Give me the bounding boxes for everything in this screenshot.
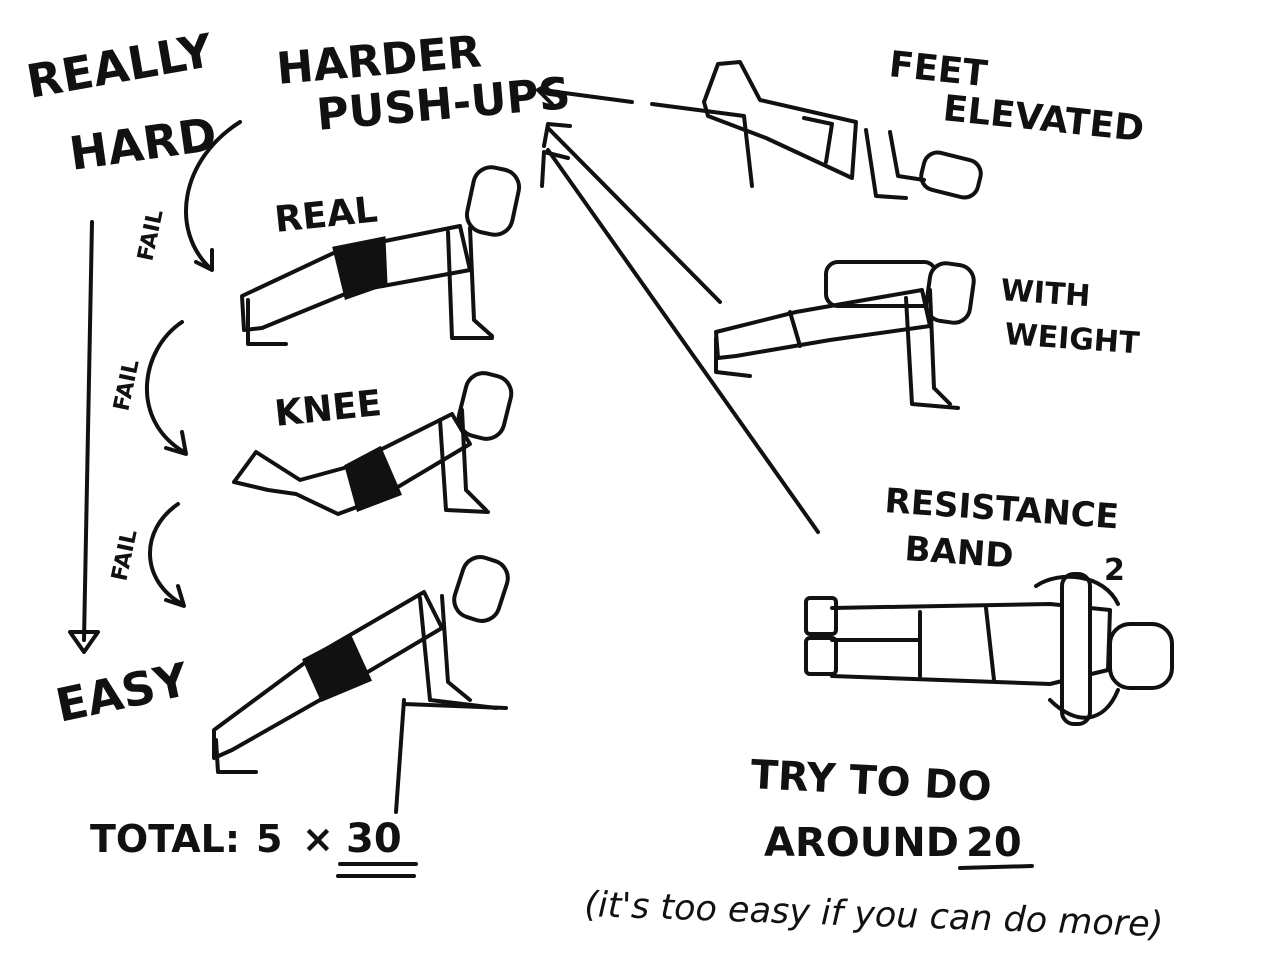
difficulty-arrowhead-icon (68, 630, 100, 654)
real-label: REAL (273, 189, 380, 241)
weight-plate-icon (824, 260, 938, 308)
arrow-from-resistance-band (540, 148, 820, 534)
knee-pushup-figure (232, 371, 514, 516)
with-weight-figure (714, 260, 976, 410)
band-marker: 2 (1104, 553, 1125, 588)
total-times: × (302, 817, 334, 861)
elevated-label: ELEVATED (941, 88, 1146, 150)
fail-arrow-2: FAIL (109, 320, 188, 456)
weight-label: WEIGHT (1003, 317, 1141, 361)
goal-line1: TRY TO DO (749, 752, 992, 811)
incline-pushup-figure (212, 555, 510, 814)
total-label: TOTAL: (90, 817, 240, 861)
goal-note: (it's too easy if you can do more) (584, 885, 1164, 945)
fail-label-2: FAIL (109, 357, 144, 413)
total-reps: 30 (346, 816, 402, 862)
fail-label-1: FAIL (133, 207, 168, 263)
resistance-band-icon (1060, 572, 1092, 726)
fail-label-3: FAIL (107, 527, 142, 583)
really-label: REALLY (23, 23, 217, 109)
feet-label: FEET (887, 44, 990, 95)
resistance-label: RESISTANCE (883, 481, 1120, 537)
band-label: BAND (903, 529, 1014, 576)
goal-line2-value: 20 (966, 820, 1022, 866)
real-pushup-figure (240, 165, 522, 346)
difficulty-scale-line (82, 220, 94, 642)
goal-value-underline (958, 864, 1034, 870)
total-sets: 5 (256, 817, 282, 861)
arrow-from-feet-elevated (536, 78, 634, 106)
with-label: WITH (999, 273, 1091, 314)
easy-label: EASY (51, 652, 193, 733)
goal-line2-prefix: AROUND (764, 820, 959, 866)
fail-arrow-3: FAIL (107, 502, 186, 608)
knee-label: KNEE (273, 383, 384, 435)
arrow-from-with-weight (542, 122, 722, 304)
resistance-band-figure (804, 572, 1174, 726)
feet-elevated-figure (650, 60, 983, 200)
